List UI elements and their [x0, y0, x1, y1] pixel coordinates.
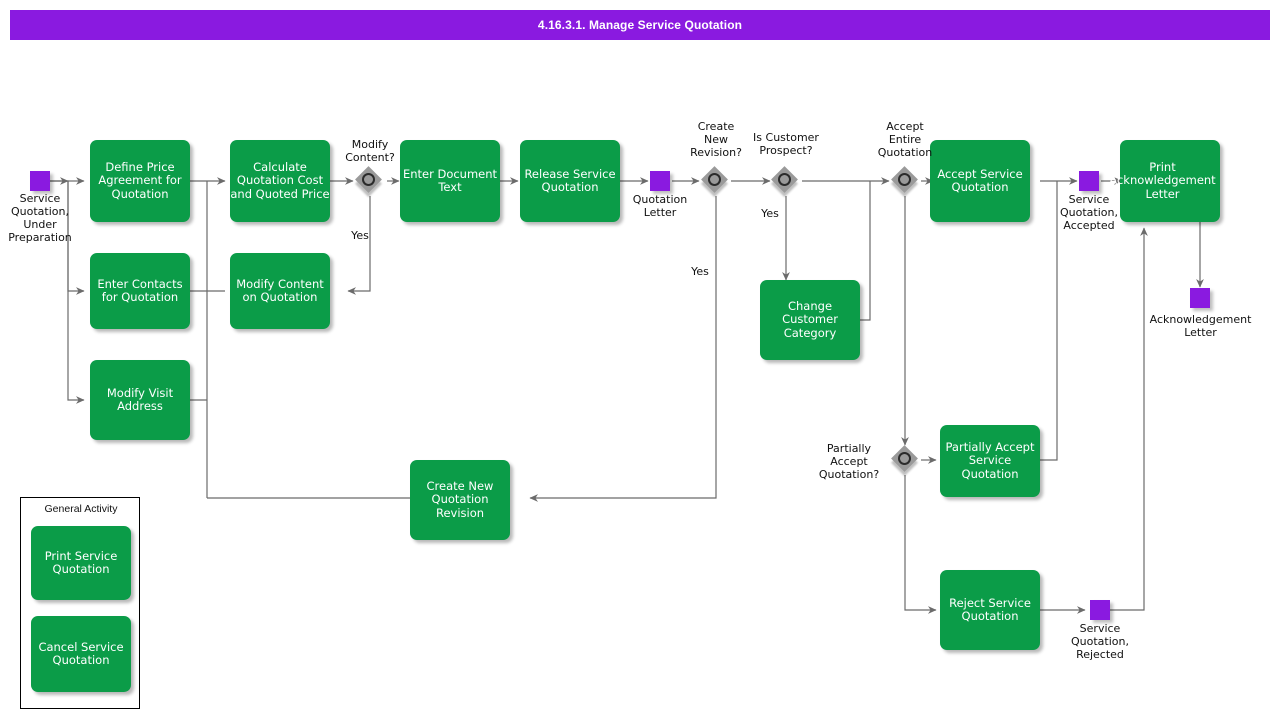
event-service-quotation-accepted[interactable] — [1079, 171, 1099, 191]
activity-modify-content-on-quotation[interactable]: Modify Content on Quotation — [230, 253, 330, 329]
event-label-acknowledgement-letter: Acknowledgement Letter — [1149, 313, 1252, 339]
activity-change-customer-category[interactable]: Change Customer Category — [760, 280, 860, 360]
gateway-is-customer-prospect[interactable] — [771, 166, 800, 195]
flow-label-modify-yes: Yes — [351, 229, 369, 242]
gateway-label-create-new-revision: Create New Revision? — [690, 120, 742, 159]
activity-define-price-agreement[interactable]: Define Price Agreement for Quotation — [90, 140, 190, 222]
gateway-circle-icon — [708, 173, 721, 186]
legend-title: General Activity — [44, 503, 118, 515]
event-label-accepted: Service Quotation, Accepted — [1060, 193, 1118, 232]
event-service-quotation-rejected[interactable] — [1090, 600, 1110, 620]
flow-label-newrev-yes: Yes — [691, 265, 709, 278]
gateway-accept-entire-quotation[interactable] — [891, 166, 920, 195]
gateway-circle-icon — [778, 173, 791, 186]
gateway-label-partially-accept-quotation: Partially Accept Quotation? — [818, 442, 880, 481]
legend-item-print-service-quotation[interactable]: Print Service Quotation — [31, 526, 131, 600]
flow-label-prospect-yes: Yes — [761, 207, 779, 220]
gateway-circle-icon — [898, 173, 911, 186]
event-service-quotation-under-preparation[interactable] — [30, 171, 50, 191]
event-quotation-letter[interactable] — [650, 171, 670, 191]
activity-create-new-quotation-revision[interactable]: Create New Quotation Revision — [410, 460, 510, 540]
legend-item-cancel-service-quotation[interactable]: Cancel Service Quotation — [31, 616, 131, 692]
gateway-label-accept-entire-quotation: Accept Entire Quotation — [877, 120, 933, 159]
gateway-label-modify-content: Modify Content? — [345, 138, 395, 164]
legend-general-activity: General Activity Print Service Quotation… — [20, 497, 140, 709]
gateway-create-new-revision[interactable] — [701, 166, 730, 195]
gateway-label-is-customer-prospect: Is Customer Prospect? — [753, 131, 819, 157]
event-label-quotation-letter: Quotation Letter — [632, 193, 688, 219]
activity-print-acknowledgement-letter[interactable]: Print Acknowledgement Letter — [1109, 140, 1220, 222]
gateway-partially-accept-quotation[interactable] — [891, 445, 920, 474]
activity-release-service-quotation[interactable]: Release Service Quotation — [520, 140, 620, 222]
activity-enter-contacts[interactable]: Enter Contacts for Quotation — [90, 253, 190, 329]
activity-modify-visit-address[interactable]: Modify Visit Address — [90, 360, 190, 440]
activity-partially-accept-service-quotation[interactable]: Partially Accept Service Quotation — [940, 425, 1040, 497]
gateway-modify-content[interactable] — [355, 166, 384, 195]
event-label-start: Service Quotation, Under Preparation — [8, 192, 72, 244]
gateway-circle-icon — [898, 452, 911, 465]
activity-enter-document-text[interactable]: Enter Document Text — [400, 140, 500, 222]
activity-calculate-quotation-cost[interactable]: Calculate Quotation Cost and Quoted Pric… — [230, 140, 330, 222]
event-acknowledgement-letter[interactable] — [1190, 288, 1210, 308]
event-label-rejected: Service Quotation, Rejected — [1071, 622, 1129, 661]
activity-accept-service-quotation[interactable]: Accept Service Quotation — [930, 140, 1030, 222]
gateway-circle-icon — [362, 173, 375, 186]
activity-reject-service-quotation[interactable]: Reject Service Quotation — [940, 570, 1040, 650]
page-title: 4.16.3.1. Manage Service Quotation — [10, 10, 1270, 40]
